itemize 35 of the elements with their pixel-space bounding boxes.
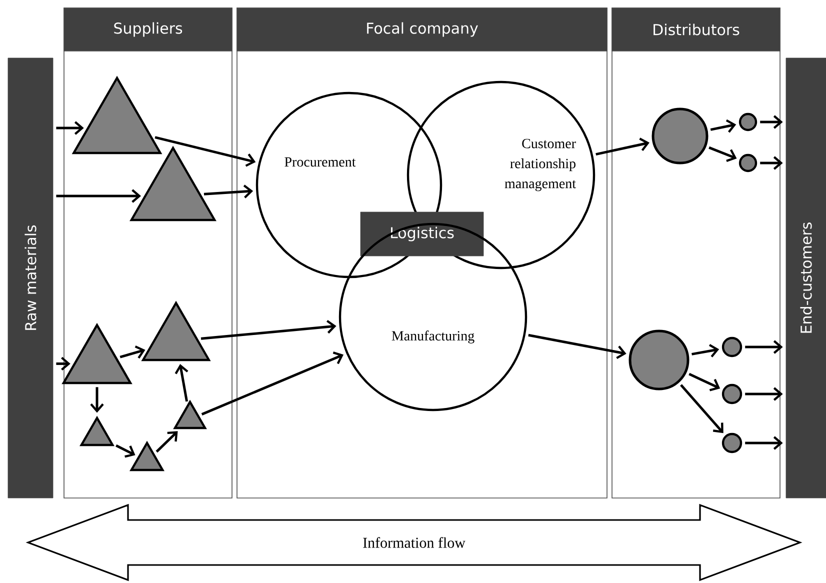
- label-box: Logistics: [360, 212, 484, 256]
- column-panel: Distributors: [612, 8, 780, 498]
- arrow: [204, 184, 254, 198]
- arrow: [200, 320, 336, 340]
- circle-symbol: [738, 154, 758, 172]
- arrow: [154, 136, 256, 167]
- arrow: [745, 387, 783, 401]
- arrow: [596, 138, 650, 156]
- arrow: [56, 121, 84, 135]
- arrow: [760, 156, 783, 170]
- arrow: [56, 189, 142, 203]
- arrow: [120, 345, 146, 359]
- arrow: [745, 340, 783, 354]
- arrow: [760, 115, 783, 129]
- circle-symbol: [738, 112, 758, 132]
- arrow: [156, 431, 178, 453]
- arrow: [174, 364, 188, 402]
- arrow: [201, 351, 344, 416]
- arrow: [708, 146, 737, 162]
- circle-symbol: [722, 384, 742, 404]
- arrow: [745, 436, 783, 450]
- circle-symbol: [628, 330, 690, 390]
- arrow: [528, 334, 626, 360]
- arrow: [692, 344, 720, 358]
- arrow: [90, 387, 104, 413]
- arrow: [116, 444, 136, 458]
- side-band: Raw materials: [8, 58, 54, 498]
- arrow: [688, 372, 720, 392]
- circle-symbol: [652, 108, 708, 164]
- arrow: [680, 384, 724, 434]
- circle-symbol: [722, 432, 742, 454]
- side-band: End-customers: [786, 58, 826, 498]
- arrow: [710, 119, 736, 133]
- circle-symbol: [722, 336, 742, 358]
- column-panel: Suppliers: [64, 8, 232, 498]
